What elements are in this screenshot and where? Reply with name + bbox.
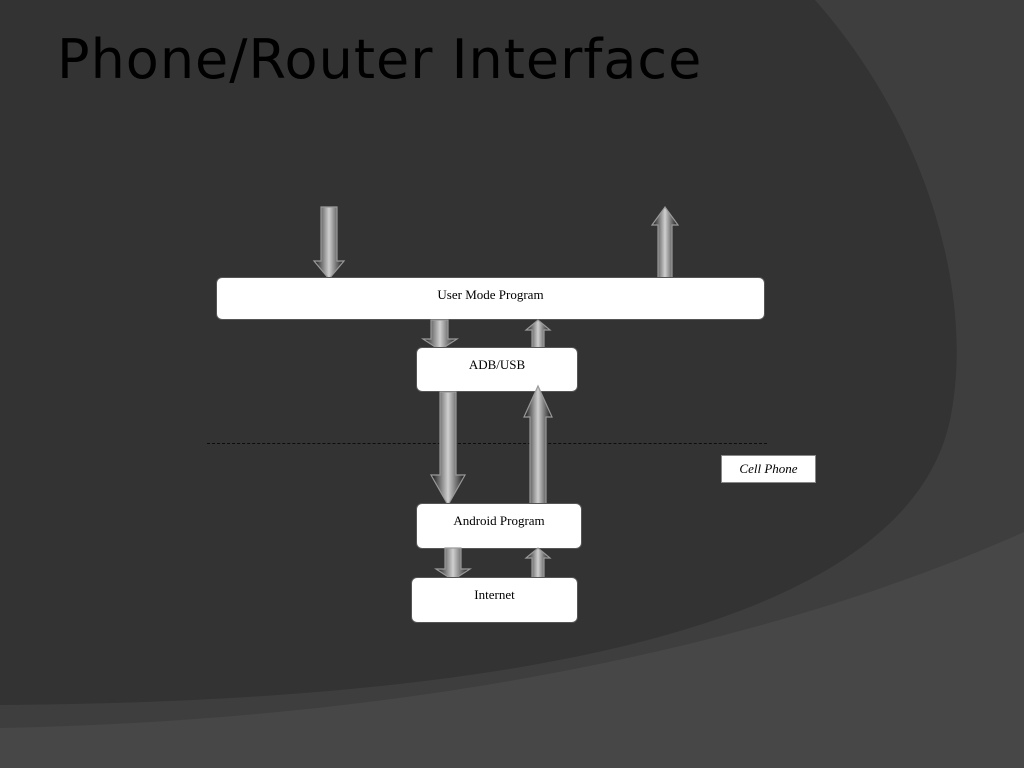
internet-to-android-up-arrow: [524, 547, 552, 581]
android-to-adb-up-arrow: [523, 384, 553, 506]
android-to-internet-down-arrow: [433, 547, 473, 581]
adb-to-user-up-arrow: [524, 319, 552, 349]
android-program-box: Android Program: [416, 503, 582, 549]
user-to-adb-down-arrow: [420, 319, 460, 351]
adb-to-android-down-arrow: [429, 391, 467, 507]
background-bottom-band: [0, 532, 1024, 768]
output-up-arrow: [650, 205, 680, 280]
phone-boundary-line: [207, 443, 767, 444]
internet-box: Internet: [411, 577, 578, 623]
user-mode-program-box: User Mode Program: [216, 277, 765, 320]
input-down-arrow: [312, 206, 346, 280]
adb-usb-box: ADB/USB: [416, 347, 578, 392]
slide-title: Phone/Router Interface: [57, 28, 703, 91]
cell-phone-label: Cell Phone: [721, 455, 816, 483]
